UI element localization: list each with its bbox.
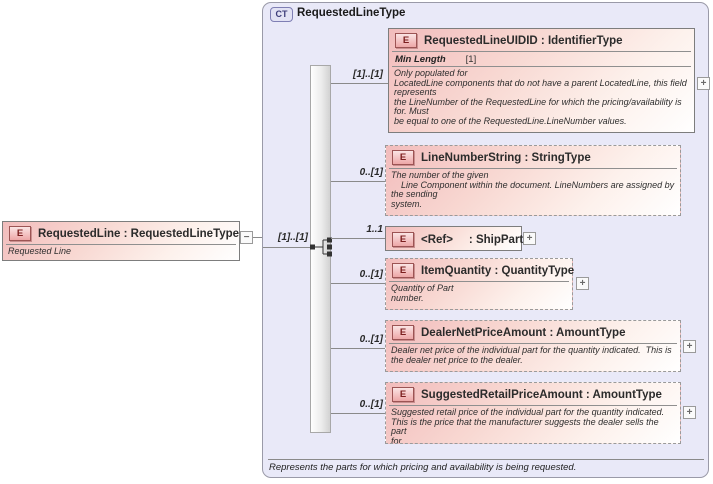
element-annotation: The number of the given Line Component w… bbox=[391, 170, 675, 209]
element-label: RequestedLineUIDID : IdentifierType bbox=[424, 34, 623, 47]
divider-line bbox=[6, 244, 236, 245]
connector-line bbox=[331, 348, 385, 349]
connector-line bbox=[331, 83, 388, 84]
element-header[interactable]: E SuggestedRetailPriceAmount : AmountTyp… bbox=[386, 383, 680, 405]
cardinality-label: [1]..[1] bbox=[278, 232, 308, 243]
cardinality-label: 0..[1] bbox=[359, 334, 383, 345]
connector-line bbox=[331, 413, 385, 414]
element-icon: E bbox=[392, 263, 414, 278]
divider-line bbox=[389, 405, 677, 406]
connector-line bbox=[331, 238, 385, 239]
cardinality-label: 0..[1] bbox=[359, 399, 383, 410]
element-icon: E bbox=[392, 150, 414, 165]
divider-line bbox=[268, 459, 704, 460]
complex-type-annotation: Represents the parts for which pricing a… bbox=[269, 462, 577, 473]
connector-line bbox=[331, 283, 385, 284]
element-label: ItemQuantity : QuantityType bbox=[421, 264, 575, 277]
element-label: LineNumberString : StringType bbox=[421, 151, 591, 164]
expand-button[interactable]: + bbox=[523, 232, 536, 245]
element-box-itemquantity: E ItemQuantity : QuantityType Quantity o… bbox=[385, 258, 575, 310]
element-icon: E bbox=[392, 232, 414, 247]
expand-button[interactable]: + bbox=[576, 277, 589, 290]
expand-button[interactable]: + bbox=[683, 340, 696, 353]
complex-type-icon: CT bbox=[270, 7, 293, 22]
element-label: <Ref> : ShipPart bbox=[421, 233, 524, 246]
element-icon: E bbox=[392, 387, 414, 402]
element-icon: E bbox=[392, 325, 414, 340]
root-element-label: RequestedLine : RequestedLineType bbox=[38, 227, 240, 240]
expand-button[interactable]: + bbox=[697, 77, 710, 90]
element-label: SuggestedRetailPriceAmount : AmountType bbox=[421, 388, 662, 401]
element-header[interactable]: E LineNumberString : StringType bbox=[386, 146, 680, 168]
cardinality-label: 1..1 bbox=[366, 224, 383, 235]
root-element-box: E RequestedLine : RequestedLineType Requ… bbox=[2, 221, 240, 261]
element-annotation: Suggested retail price of the individual… bbox=[391, 407, 665, 443]
element-annotation: Dealer net price of the individual part … bbox=[391, 345, 672, 365]
sequence-icon bbox=[310, 237, 332, 257]
divider-line bbox=[392, 66, 691, 67]
cardinality-label: 0..[1] bbox=[359, 167, 383, 178]
element-box-linenumberstring: E LineNumberString : StringType The numb… bbox=[385, 145, 681, 216]
element-header[interactable]: E ItemQuantity : QuantityType bbox=[386, 259, 575, 281]
complex-type-title: RequestedLineType bbox=[297, 7, 406, 19]
cardinality-label: 0..[1] bbox=[359, 269, 383, 280]
facet-name: Min Length bbox=[395, 54, 446, 65]
element-icon: E bbox=[9, 226, 31, 241]
element-label: DealerNetPriceAmount : AmountType bbox=[421, 326, 626, 339]
collapse-button[interactable]: − bbox=[240, 231, 253, 244]
element-header[interactable]: E DealerNetPriceAmount : AmountType bbox=[386, 321, 680, 343]
facet-value: [1] bbox=[465, 54, 477, 65]
cardinality-label: [1]..[1] bbox=[353, 69, 383, 80]
connector-line bbox=[331, 181, 385, 182]
element-box-dealernetpriceamount: E DealerNetPriceAmount : AmountType Deal… bbox=[385, 320, 681, 372]
element-box-requestedlineuidid: E RequestedLineUIDID : IdentifierType Mi… bbox=[388, 28, 695, 133]
facet-row: Min Length [1] bbox=[389, 52, 694, 66]
element-box-suggestedretailpriceamount: E SuggestedRetailPriceAmount : AmountTyp… bbox=[385, 382, 681, 444]
element-annotation: Only populated for LocatedLine component… bbox=[394, 68, 687, 126]
divider-line bbox=[392, 51, 691, 52]
element-box-ref: E <Ref> : ShipPart bbox=[385, 226, 524, 251]
element-header[interactable]: E <Ref> : ShipPart bbox=[386, 227, 524, 250]
divider-line bbox=[389, 168, 677, 169]
element-icon: E bbox=[395, 33, 417, 48]
expand-button[interactable]: + bbox=[683, 406, 696, 419]
element-annotation: Quantity of Part number. bbox=[391, 283, 454, 303]
connector-line bbox=[253, 237, 262, 238]
divider-line bbox=[389, 343, 677, 344]
divider-line bbox=[389, 281, 569, 282]
element-header[interactable]: E RequestedLineUIDID : IdentifierType bbox=[389, 29, 694, 51]
connector-line bbox=[263, 247, 310, 248]
root-element-annotation: Requested Line bbox=[8, 246, 72, 256]
root-element-header[interactable]: E RequestedLine : RequestedLineType bbox=[3, 222, 239, 244]
